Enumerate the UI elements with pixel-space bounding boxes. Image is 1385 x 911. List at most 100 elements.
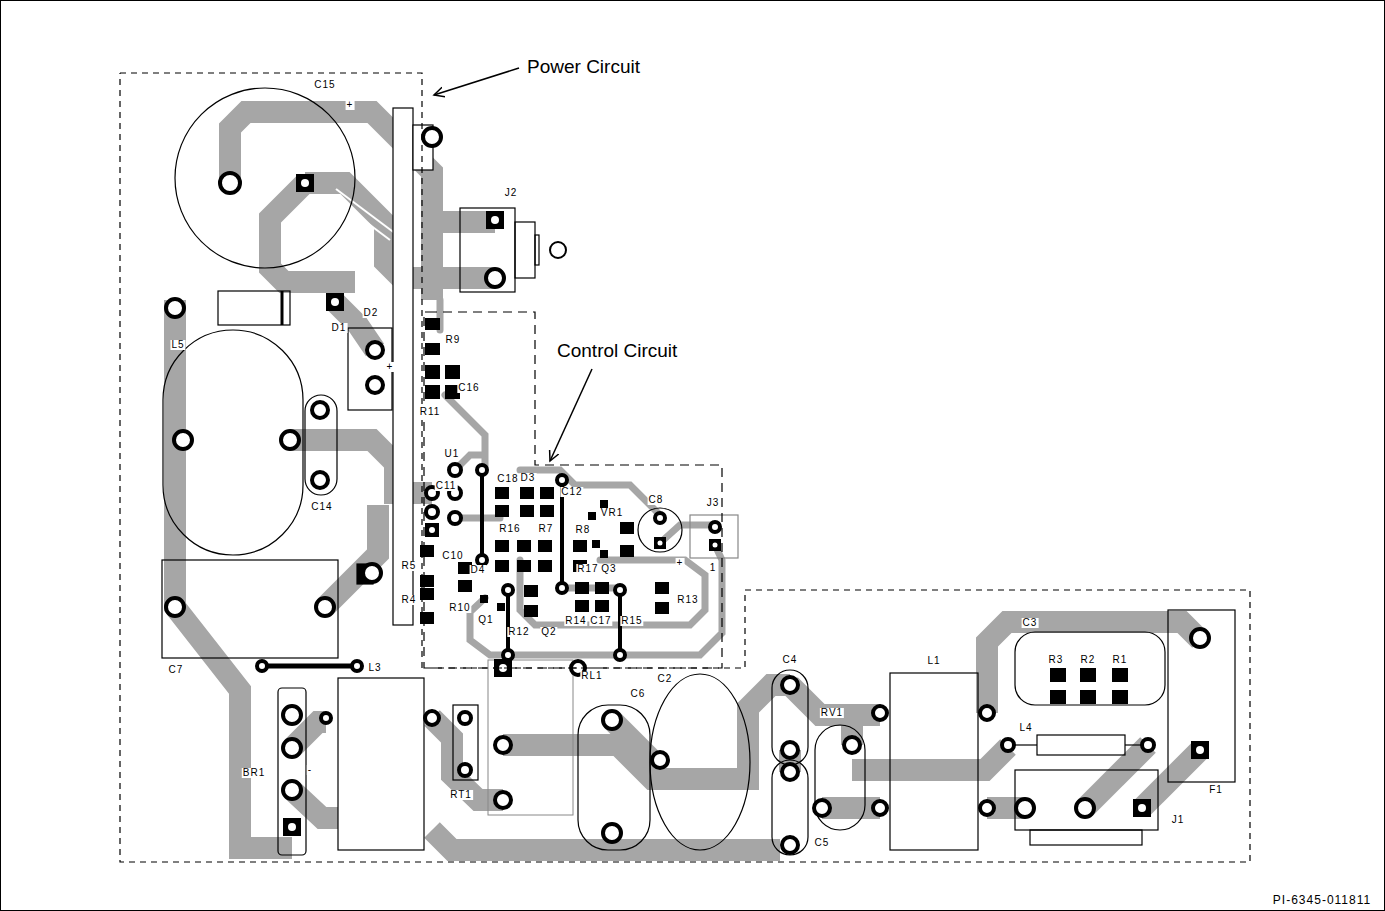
square-pad <box>429 527 435 533</box>
round-pad <box>174 431 192 449</box>
part-label: C7 <box>168 665 185 675</box>
jumper-wire <box>557 475 567 485</box>
part-label: R12 <box>507 627 530 637</box>
signal-trace <box>520 560 705 625</box>
smd-pad <box>445 365 460 379</box>
smd-pad <box>480 595 488 603</box>
component-outline <box>305 395 337 495</box>
component-outline <box>162 560 338 658</box>
smd-pad <box>573 540 587 552</box>
copper-trace <box>270 183 355 282</box>
smd-pad <box>575 600 589 612</box>
part-label: Q2 <box>540 627 557 637</box>
copper-trace <box>175 112 1200 850</box>
leader-arrow <box>434 68 592 461</box>
signal-trace <box>440 300 722 655</box>
smd-pad <box>495 560 509 572</box>
jumper-wire <box>557 583 567 593</box>
component-outline <box>175 88 355 268</box>
smd-pad <box>420 318 1128 704</box>
square-pad <box>331 298 339 306</box>
smd-pad <box>497 603 505 611</box>
round-pad <box>363 564 381 582</box>
component-outline <box>638 508 682 552</box>
leader-arrow <box>434 68 519 95</box>
part-label: R16 <box>498 524 521 534</box>
smd-pad <box>620 522 634 534</box>
part-label: D3 <box>520 473 537 483</box>
component-outline <box>162 88 1235 855</box>
smd-pad <box>588 512 596 520</box>
part-label: C18 <box>496 474 519 484</box>
component-outline <box>690 515 738 558</box>
part-label: C16 <box>457 383 480 393</box>
component-outline <box>650 674 750 850</box>
component-outline <box>163 330 303 555</box>
round-pad <box>873 801 887 815</box>
smd-pad <box>495 505 509 517</box>
component-outline <box>578 705 650 850</box>
jumper-wire <box>615 585 625 595</box>
component-outline <box>278 688 306 855</box>
square-pad <box>283 174 1209 836</box>
component-outline <box>1037 735 1125 755</box>
smd-pad <box>1112 690 1128 704</box>
part-label: J1 <box>1171 815 1186 825</box>
smd-pad <box>595 600 609 612</box>
square-pad <box>1133 799 1151 817</box>
jumper-wire <box>257 465 625 671</box>
part-label: R9 <box>445 335 462 345</box>
square-pad <box>283 818 301 836</box>
component-outline <box>772 670 808 765</box>
component-outline <box>1015 770 1158 830</box>
region-heading: Control Circuit <box>555 341 679 362</box>
smd-pad <box>520 505 534 517</box>
component-outline <box>218 291 290 325</box>
smd-pad <box>524 585 538 597</box>
smd-pad <box>538 560 552 572</box>
smd-pad <box>425 318 440 330</box>
round-pad <box>655 513 665 523</box>
part-label: L4 <box>1018 723 1033 733</box>
smd-pad <box>425 385 440 399</box>
slot-line <box>330 195 390 240</box>
round-pad <box>495 737 511 753</box>
square-pad <box>1138 804 1146 812</box>
round-pad <box>782 837 798 853</box>
smd-pad <box>1050 668 1066 682</box>
part-label: F1 <box>1208 785 1224 795</box>
part-label: VR1 <box>600 508 624 518</box>
square-pad <box>654 537 666 549</box>
region-heading: Power Circuit <box>525 57 642 78</box>
part-label: U1 <box>444 449 461 459</box>
jumper-wire <box>262 664 357 669</box>
round-pad <box>449 512 461 524</box>
copper-trace <box>432 211 495 233</box>
component-outline <box>1030 830 1142 845</box>
part-label: C12 <box>560 487 583 497</box>
square-pad <box>296 174 314 192</box>
component-outline <box>453 705 478 780</box>
part-label: R4 <box>401 595 418 605</box>
jumper-wire <box>477 465 487 475</box>
component-outline <box>1015 632 1165 705</box>
square-pad <box>486 211 504 229</box>
jumper-wire <box>480 470 484 560</box>
part-label: J2 <box>504 188 519 198</box>
part-label: R17 <box>576 564 599 574</box>
smd-pad <box>1080 668 1096 682</box>
signal-trace <box>660 525 715 543</box>
part-label: R11 <box>419 407 442 417</box>
square-pad <box>288 823 296 831</box>
jumper-wire <box>257 661 267 671</box>
smd-pad <box>595 582 609 594</box>
round-pad <box>166 299 184 317</box>
smd-pad <box>600 500 608 508</box>
part-label: Q3 <box>600 564 617 574</box>
round-pad <box>814 800 830 816</box>
smd-pad <box>1112 668 1128 682</box>
part-label: R8 <box>575 525 592 535</box>
part-label: L5 <box>170 340 185 350</box>
